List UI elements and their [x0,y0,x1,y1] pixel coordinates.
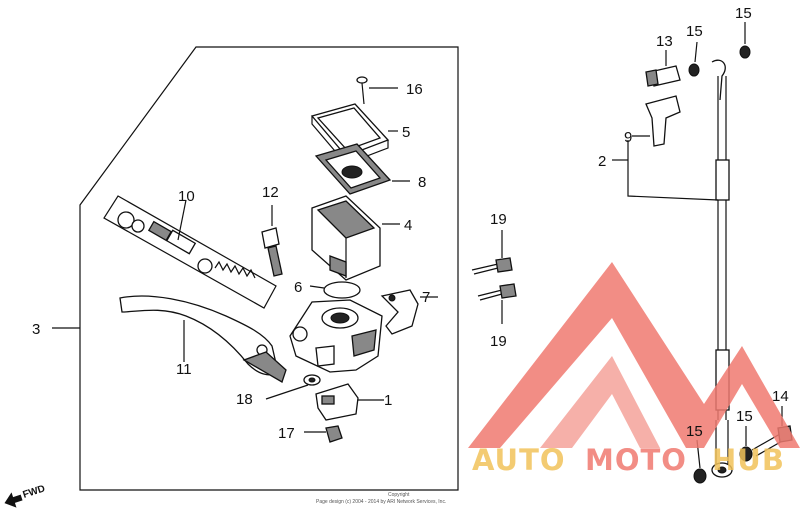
callout-15-top[interactable]: 15 [686,23,703,40]
part-15-washer-top[interactable] [688,41,700,77]
part-8-diaphragm[interactable] [314,143,410,195]
callout-5[interactable]: 5 [402,124,410,141]
part-10-piston-kit[interactable] [103,195,277,309]
callout-16[interactable]: 16 [406,81,423,98]
callout-14[interactable]: 14 [772,388,789,405]
part-9-banjo-fitting[interactable] [632,95,681,147]
callout-19-lower[interactable]: 19 [490,333,507,350]
callout-7[interactable]: 7 [422,289,430,306]
part-7-clamp[interactable] [380,289,438,335]
assembly-frame [79,46,459,491]
fwd-label: FWD [22,483,47,501]
callout-8[interactable]: 8 [418,174,426,191]
part-5-reservoir-cap[interactable] [310,103,398,165]
part-12-bolt[interactable] [261,205,283,277]
automotohub-logo: AUTO MOTO HUB [468,262,800,477]
callout-2[interactable]: 2 [598,153,606,170]
callout-13[interactable]: 13 [656,33,673,50]
part-6-o-ring[interactable] [309,281,361,299]
logo-text-auto: AUTO [472,443,566,477]
callout-19-upper[interactable]: 19 [490,211,507,228]
forward-arrow-icon: FWD [4,483,47,508]
callout-15-bottom-left[interactable]: 15 [686,423,703,440]
part-15-washer-top-right[interactable] [739,22,751,59]
callout-3[interactable]: 3 [32,321,40,338]
part-17-screw[interactable] [304,425,343,443]
callout-15-bottom-right[interactable]: 15 [736,408,753,425]
part-15-washer-bottom-right[interactable] [739,426,753,462]
master-cylinder-body[interactable] [289,299,383,373]
callout-17[interactable]: 17 [278,425,295,442]
callout-6[interactable]: 6 [294,279,302,296]
callout-4[interactable]: 4 [404,217,412,234]
callout-labels: 1 2 3 4 5 6 7 8 9 10 11 12 13 14 15 15 1… [32,5,789,442]
callout-15-top-right[interactable]: 15 [735,5,752,22]
callout-10[interactable]: 10 [178,188,195,205]
logo-text-moto: MOTO [585,443,687,477]
logo-text-hub: HUB [712,443,785,477]
part-13-banjo-bolt[interactable] [645,50,681,87]
callout-9[interactable]: 9 [624,129,632,146]
callout-11[interactable]: 11 [176,361,192,378]
copyright-line-1: Copyright [388,492,410,498]
part-11-lever[interactable] [119,295,287,383]
part-4-reservoir[interactable] [311,195,400,281]
part-19-bolt-upper[interactable] [471,230,513,275]
part-1-brake-switch[interactable] [315,383,384,421]
callout-18[interactable]: 18 [236,391,253,408]
callout-1[interactable]: 1 [384,392,392,409]
part-18-washer[interactable] [265,374,321,400]
callout-12[interactable]: 12 [262,184,279,201]
copyright-line-2: Page design (c) 2004 - 2014 by ARI Netwo… [316,499,446,505]
part-16-screw[interactable] [356,76,398,105]
part-19-bolt-lower[interactable] [477,283,517,324]
